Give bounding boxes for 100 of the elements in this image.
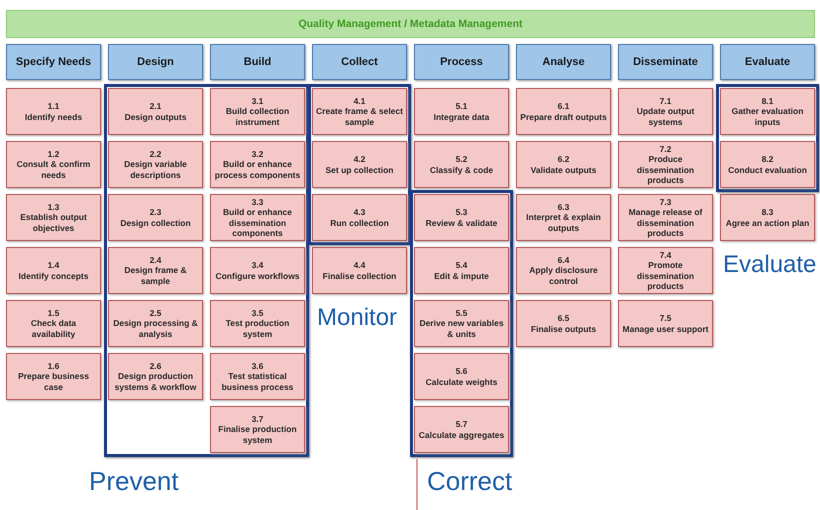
step-name: Review & validate	[424, 218, 498, 228]
bar-title: Quality Management / Metadata Management	[298, 18, 523, 30]
step-number: 5.5	[454, 308, 468, 318]
process-box	[516, 247, 611, 294]
step-number: 2.3	[148, 207, 162, 218]
step-name: Design outputs	[124, 112, 188, 122]
step-number: 5.3	[454, 207, 468, 218]
step-number: 3.4	[250, 260, 264, 270]
step-number: 6.4	[556, 255, 570, 266]
step-number: 7.5	[658, 313, 672, 324]
step-name: Produce dissemination products	[636, 154, 696, 185]
step-name: Finalise outputs	[530, 324, 598, 334]
step-name: Gather evaluation inputs	[730, 106, 804, 127]
step-name: Promote dissemination products	[636, 260, 696, 291]
process-box	[6, 194, 101, 241]
step-name: Conduct evaluation	[727, 164, 808, 175]
step-name: Design collection	[119, 218, 192, 228]
phase-title: Specify Needs	[16, 56, 92, 68]
step-number: 1.6	[46, 361, 60, 372]
phase-header	[108, 44, 203, 80]
step-name: Test production system	[224, 318, 290, 339]
step-name: Build or enhance process components	[214, 159, 302, 180]
step-number: 7.4	[658, 250, 672, 260]
phase-title: Design	[137, 56, 174, 68]
step-number: 4.4	[352, 260, 366, 270]
process-box	[6, 353, 101, 400]
step-name: Check data availability	[30, 318, 78, 339]
step-number: 6.5	[556, 313, 570, 324]
phase-title: Disseminate	[633, 56, 698, 68]
process-box	[720, 88, 815, 135]
step-number: 3.6	[250, 361, 264, 372]
phase-title: Build	[244, 56, 272, 68]
step-name: Agree an action plan	[724, 218, 810, 228]
process-box	[618, 141, 713, 188]
step-name: Prepare business case	[17, 371, 90, 392]
step-name: Classify & code	[428, 164, 494, 175]
step-number: 6.2	[556, 154, 570, 164]
step-number: 4.1	[352, 96, 366, 106]
process-box	[516, 88, 611, 135]
phase-header	[312, 44, 407, 80]
step-number: 2.6	[148, 361, 162, 372]
process-box	[414, 141, 509, 188]
step-name: Prepare draft outputs	[519, 112, 608, 122]
step-number: 1.5	[46, 308, 60, 318]
process-box	[516, 194, 611, 241]
step-number: 3.1	[250, 96, 264, 106]
step-name: Design production systems & workflow	[114, 371, 198, 392]
step-name: Finalise collection	[322, 270, 398, 281]
step-name: Integrate data	[432, 112, 490, 122]
step-name: Identify concepts	[18, 270, 90, 281]
process-box	[210, 194, 305, 241]
step-number: 6.3	[556, 202, 570, 212]
process-box	[618, 194, 713, 241]
step-number: 7.3	[658, 197, 672, 208]
process-box	[618, 247, 713, 294]
process-box	[414, 88, 509, 135]
step-number: 4.2	[352, 154, 366, 164]
process-box	[108, 88, 203, 135]
process-box	[516, 300, 611, 347]
step-name: Calculate aggregates	[418, 430, 506, 440]
step-name: Establish output objectives	[19, 212, 88, 233]
process-box	[210, 247, 305, 294]
process-box	[210, 88, 305, 135]
process-box	[414, 194, 509, 241]
step-number: 2.4	[148, 255, 162, 266]
step-name: Edit & impute	[433, 270, 490, 281]
step-name: Validate outputs	[530, 164, 598, 175]
step-number: 2.1	[148, 101, 162, 112]
step-number: 3.3	[250, 197, 264, 208]
step-name: Update output systems	[636, 106, 696, 127]
step-number: 1.1	[46, 101, 60, 112]
phase-header	[414, 44, 509, 80]
process-box	[414, 247, 509, 294]
step-name: Interpret & explain outputs	[525, 212, 602, 233]
process-box	[516, 141, 611, 188]
step-number: 1.3	[46, 202, 60, 212]
process-box	[210, 300, 305, 347]
step-number: 1.4	[46, 260, 60, 270]
step-number: 1.2	[46, 149, 60, 160]
process-box	[210, 406, 305, 453]
phase-header	[720, 44, 815, 80]
step-number: 2.5	[148, 308, 162, 318]
step-name: Derive new variables & units	[418, 318, 505, 339]
process-box	[618, 300, 713, 347]
step-name: Configure workflows	[214, 270, 301, 281]
process-box	[618, 88, 713, 135]
step-name: Manage release of dissemination products	[628, 207, 704, 238]
process-box	[108, 300, 203, 347]
process-box	[6, 300, 101, 347]
step-number: 5.6	[454, 366, 468, 376]
process-box	[6, 247, 101, 294]
phase-title: Collect	[341, 56, 378, 68]
step-number: 3.7	[250, 414, 264, 424]
process-box	[312, 141, 407, 188]
step-number: 7.2	[658, 144, 672, 154]
process-box	[108, 194, 203, 241]
process-box	[108, 247, 203, 294]
process-box	[720, 141, 815, 188]
step-number: 5.4	[454, 260, 468, 270]
step-number: 5.1	[454, 101, 468, 112]
